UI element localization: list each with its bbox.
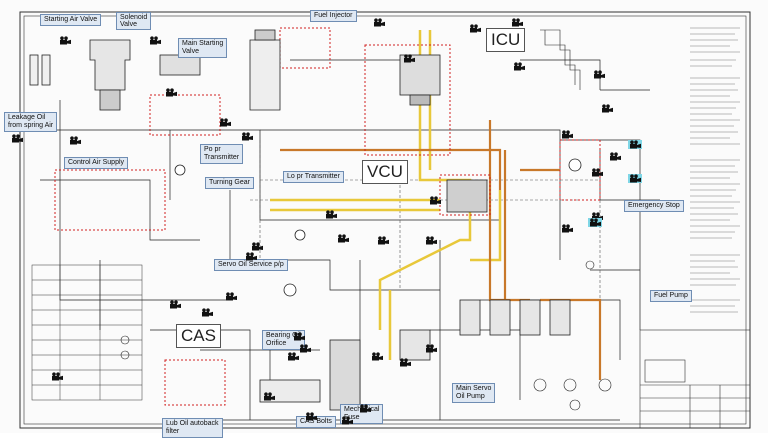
video-camera-icon[interactable] [164,88,178,97]
callout-lub-oil-filter: Lub Oil autoback filter [162,418,223,438]
callout-leakage-oil-line2: from spring Air [8,122,54,129]
drawing-frame [19,11,751,429]
video-camera-icon[interactable] [68,136,82,145]
callout-solenoid-valve: Solenoid Valve [116,12,152,30]
callout-leakage-oil: Leakage Oil from spring Air [4,112,58,132]
unit-label-cas: CAS [176,324,221,348]
unit-boundaries [54,27,601,406]
callout-main-servo-oil-pump-line2: Oil Pump [456,393,485,400]
video-camera-icon[interactable] [590,168,604,177]
video-camera-icon[interactable] [372,18,386,27]
video-camera-icon[interactable] [340,416,354,425]
callout-po-pr-transmitter-line1: Po pr [204,146,221,153]
video-camera-icon[interactable] [244,252,258,261]
video-camera-icon[interactable] [376,236,390,245]
callout-turning-gear: Turning Gear [205,177,254,189]
video-camera-icon[interactable] [468,24,482,33]
callout-control-air-supply: Control Air Supply [64,157,129,169]
video-camera-icon[interactable] [58,36,72,45]
left-legend [31,264,143,401]
video-camera-icon[interactable] [10,134,24,143]
video-camera-icon[interactable] [200,308,214,317]
callout-starting-air-valve: Starting Air Valve [40,14,102,26]
callout-main-servo-oil-pump-line1: Main Servo [456,385,492,392]
video-camera-icon[interactable] [168,300,182,309]
right-legend [690,27,740,313]
exhaust-stack [540,29,581,90]
callout-po-pr-transmitter: Po pr Transmitter [200,144,244,164]
callout-leakage-oil-line1: Leakage Oil [8,114,46,121]
callout-bearing-oil-orifice-line1: Bearing Oil [266,332,301,339]
gauges [120,260,612,411]
callout-po-pr-transmitter-line2: Transmitter [204,154,240,161]
video-camera-icon[interactable] [218,118,232,127]
video-camera-icon[interactable] [398,358,412,367]
callout-solenoid-valve-line1: Solenoid [120,14,148,21]
video-camera-icon[interactable] [560,130,574,139]
video-camera-icon[interactable] [240,132,254,141]
callout-lub-oil-filter-line2: filter [166,428,180,435]
video-camera-icon[interactable] [402,54,416,63]
video-camera-icon[interactable] [428,196,442,205]
callout-emergency-stop: Emergency Stop [624,200,684,212]
callout-main-starting-valve-line1: Main Starting [182,40,224,47]
video-camera-icon[interactable] [560,224,574,233]
title-block [639,329,751,429]
video-camera-icon[interactable] [336,234,350,243]
video-camera-icon[interactable] [304,412,318,421]
video-camera-icon[interactable] [424,344,438,353]
video-camera-highlight-icon[interactable] [588,218,602,227]
video-camera-icon[interactable] [608,152,622,161]
video-camera-icon[interactable] [510,18,524,27]
video-camera-icon[interactable] [148,36,162,45]
video-camera-icon[interactable] [224,292,238,301]
video-camera-highlight-icon[interactable] [628,174,642,183]
callout-lub-oil-filter-line1: Lub Oil autoback [166,420,219,427]
signal-lines [250,140,601,320]
callout-fuel-pump: Fuel Pump [650,290,692,302]
callout-solenoid-valve-line2: Valve [120,21,137,28]
video-camera-icon[interactable] [286,352,300,361]
callout-mechanical-fuse-line2: Fuse [344,414,360,421]
video-camera-icon[interactable] [424,236,438,245]
callout-main-servo-oil-pump: Main Servo Oil Pump [452,383,496,403]
video-camera-icon[interactable] [324,210,338,219]
video-camera-icon[interactable] [600,104,614,113]
video-camera-icon[interactable] [358,404,372,413]
equipment [29,29,582,411]
video-camera-icon[interactable] [50,372,64,381]
callout-bearing-oil-orifice-line2: Orifice [266,340,287,347]
callout-main-starting-valve-line2: Valve [182,48,199,55]
video-camera-icon[interactable] [370,352,384,361]
drawing-inner-frame [23,15,747,425]
unit-label-icu: ICU [486,28,526,52]
callout-fuel-injector: Fuel Injector [310,10,357,22]
video-camera-icon[interactable] [512,62,526,71]
video-camera-icon[interactable] [592,70,606,79]
video-camera-icon[interactable] [262,392,276,401]
video-camera-icon[interactable] [250,242,264,251]
video-camera-icon[interactable] [292,332,306,341]
callout-main-starting-valve: Main Starting Valve [178,38,228,58]
video-camera-highlight-icon[interactable] [628,140,642,149]
video-camera-icon[interactable] [298,344,312,353]
unit-label-vcu: VCU [362,160,408,184]
callout-bearing-oil-orifice: Bearing Oil Orifice [262,330,305,350]
callout-lo-pr-transmitter: Lo pr Transmitter [283,171,344,183]
